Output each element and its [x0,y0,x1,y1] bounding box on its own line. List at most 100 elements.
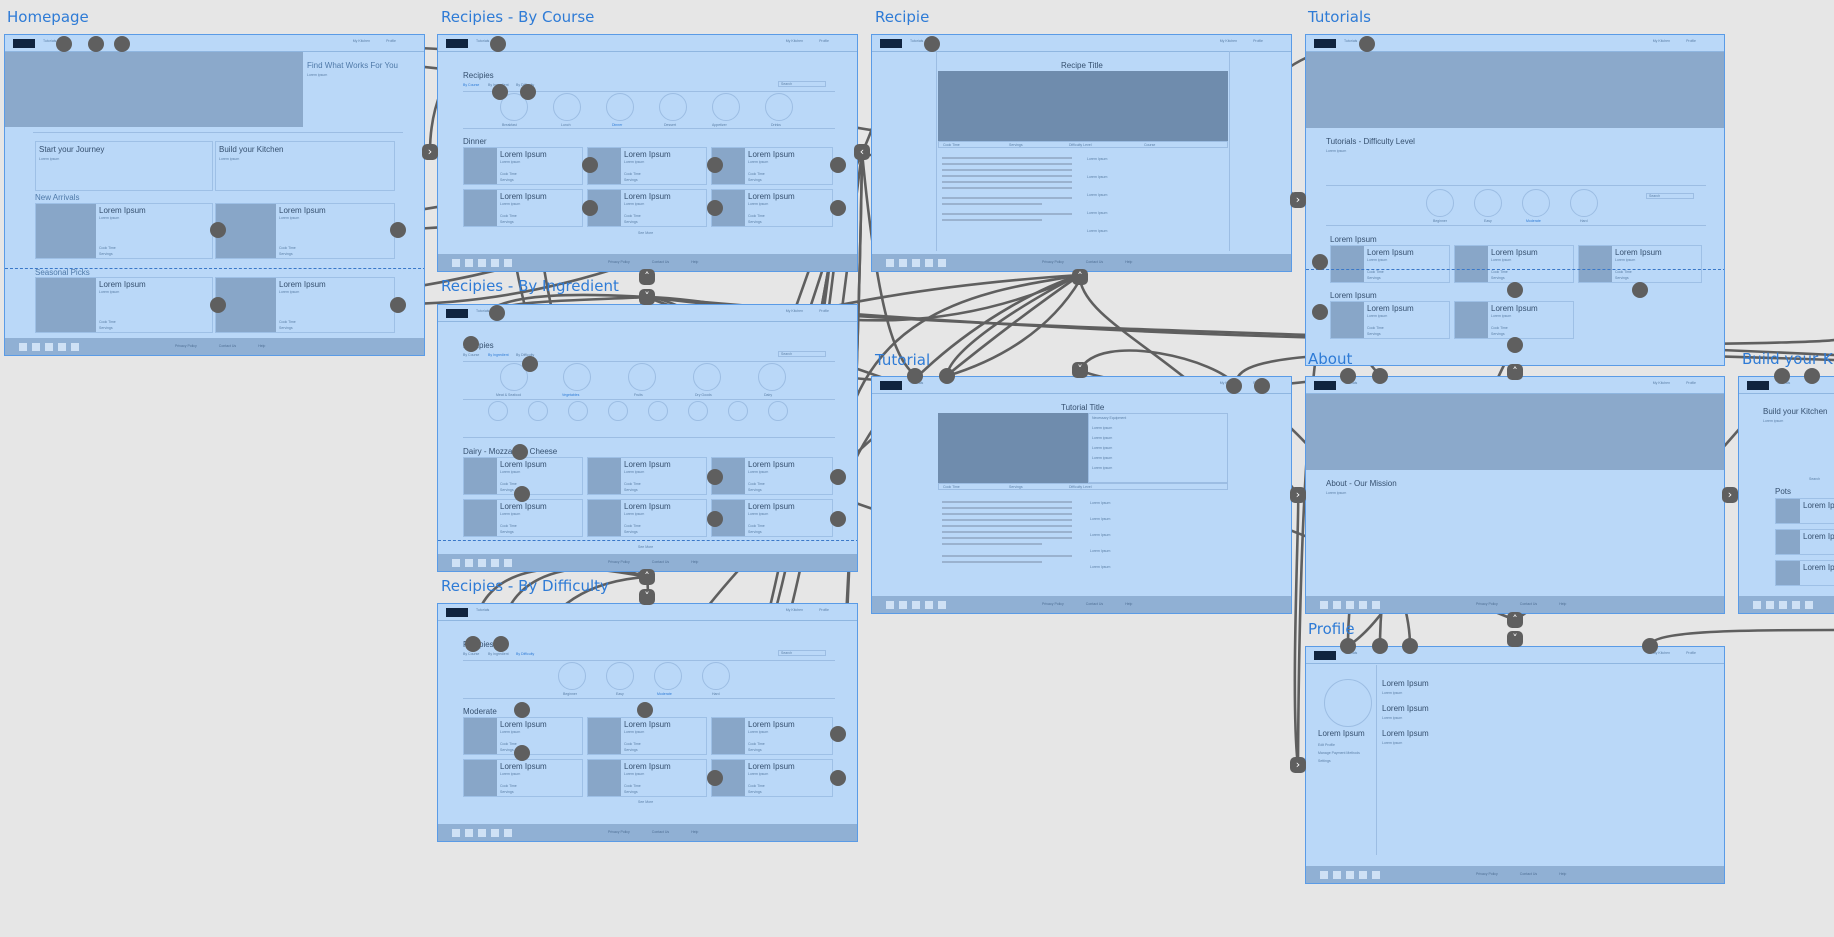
link-handle[interactable] [520,84,536,100]
tab-by-course[interactable]: By Course [463,353,480,357]
sub-ingredient-circle[interactable] [608,401,628,421]
link-handle[interactable] [939,368,955,384]
list-item[interactable]: Lorem Ipsum Lorem ipsum Cook Time Servin… [35,277,213,333]
avatar[interactable] [1324,679,1372,727]
link-handle[interactable] [522,356,538,372]
search-input[interactable]: Search [778,351,826,357]
see-more-link[interactable]: See More [638,800,654,804]
list-item[interactable]: Lorem Ipsum Lorem ipsum Cook Time Servin… [215,203,395,259]
nav-my-kitchen[interactable]: My Kitchen [785,39,804,43]
link-handle[interactable] [390,222,406,238]
footer-contact[interactable]: Contact Us [651,830,670,834]
link-handle[interactable] [512,444,528,460]
footer-help[interactable]: Help [1125,260,1133,264]
link-handle[interactable] [1359,36,1375,52]
link-handle[interactable] [707,157,723,173]
link-handle[interactable] [582,157,598,173]
link-handle[interactable] [830,157,846,173]
chevron-down-icon[interactable]: ˅ [639,589,655,605]
link-handle[interactable] [830,200,846,216]
course-circle[interactable] [553,93,581,121]
nav-tutorials[interactable]: Tutorials [910,39,924,43]
nav-tutorials[interactable]: Tutorials [476,39,490,43]
sub-ingredient-circle[interactable] [768,401,788,421]
search-placeholder[interactable]: Search [1809,477,1821,481]
tab-by-difficulty[interactable]: By Difficulty [516,652,535,656]
edit-profile-link[interactable]: Edit Profile [1318,743,1335,747]
footer-help[interactable]: Help [691,560,699,564]
nav-profile[interactable]: Profile [819,309,829,313]
course-circle[interactable] [712,93,740,121]
link-handle[interactable] [830,726,846,742]
footer-contact[interactable]: Contact Us [651,260,670,264]
tab-by-ingredient[interactable]: By Ingredient [488,353,509,357]
payment-link[interactable]: Manage Payment Methods [1318,751,1360,755]
tab-by-difficulty[interactable]: By Difficulty [516,353,535,357]
footer-privacy[interactable]: Privacy Policy [608,260,630,264]
link-handle[interactable] [1507,337,1523,353]
link-handle[interactable] [514,486,530,502]
nav-my-kitchen[interactable]: My Kitchen [1652,39,1671,43]
footer-help[interactable]: Help [691,830,699,834]
see-more-link[interactable]: See More [638,545,654,549]
ingredient-circle[interactable] [563,363,591,391]
settings-link[interactable]: Settings [1318,759,1331,763]
difficulty-circle[interactable] [702,662,730,690]
link-handle[interactable] [1774,368,1790,384]
build-kitchen-frame[interactable]: Tutorials Build your Kitchen Lorem ipsum… [1738,376,1834,614]
link-handle[interactable] [707,469,723,485]
ingredient-circle[interactable] [628,363,656,391]
link-handle[interactable] [463,336,479,352]
arrow-left-icon[interactable]: ‹ [854,144,870,160]
link-handle[interactable] [1340,368,1356,384]
footer-contact[interactable]: Contact Us [1519,872,1538,876]
kitchen-card[interactable]: Build your Kitchen Lorem ipsum [215,141,395,191]
link-handle[interactable] [707,770,723,786]
footer-help[interactable]: Help [1559,872,1567,876]
link-handle[interactable] [210,297,226,313]
link-handle[interactable] [1507,282,1523,298]
sub-ingredient-circle[interactable] [528,401,548,421]
list-item[interactable]: Lorem Ipsum Lorem ipsum Cook Time Servin… [35,203,213,259]
nav-my-kitchen[interactable]: My Kitchen [1652,381,1671,385]
logo[interactable] [1314,39,1336,48]
difficulty-circle[interactable] [1426,189,1454,217]
list-item[interactable]: Lorem Ip [1775,529,1834,555]
difficulty-circle[interactable] [1522,189,1550,217]
nav-profile[interactable]: Profile [1253,39,1263,43]
footer-help[interactable]: Help [691,260,699,264]
nav-my-kitchen[interactable]: My Kitchen [1219,39,1238,43]
link-handle[interactable] [1402,638,1418,654]
footer-privacy[interactable]: Privacy Policy [1042,260,1064,264]
link-handle[interactable] [514,745,530,761]
footer-contact[interactable]: Contact Us [651,560,670,564]
tutorial-video[interactable] [938,413,1088,483]
link-handle[interactable] [830,511,846,527]
nav-profile[interactable]: Profile [819,39,829,43]
nav-profile[interactable]: Profile [819,608,829,612]
search-input[interactable]: Search [1646,193,1694,199]
logo[interactable] [1747,381,1769,390]
link-handle[interactable] [492,84,508,100]
link-handle[interactable] [88,36,104,52]
ingredient-circle[interactable] [500,363,528,391]
nav-profile[interactable]: Profile [1686,381,1696,385]
logo[interactable] [880,39,902,48]
nav-my-kitchen[interactable]: My Kitchen [352,39,371,43]
link-handle[interactable] [514,702,530,718]
difficulty-circle[interactable] [1570,189,1598,217]
ingredient-circle[interactable] [693,363,721,391]
link-handle[interactable] [1226,378,1242,394]
arrow-right-icon[interactable]: › [422,144,438,160]
